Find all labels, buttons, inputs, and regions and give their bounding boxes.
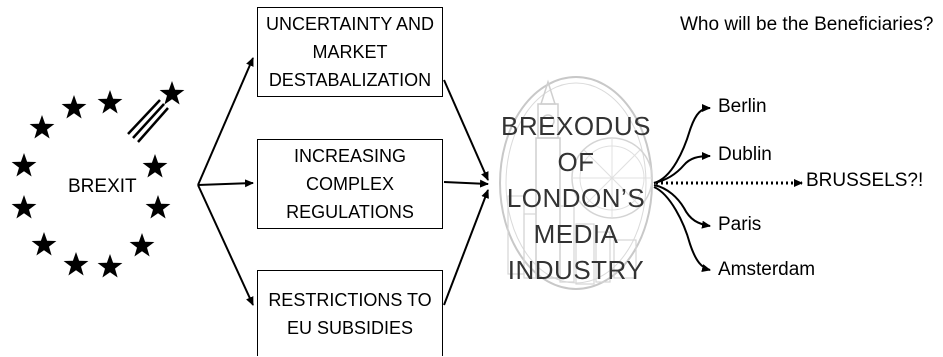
factor-line: RESTRICTIONS TO: [268, 289, 432, 310]
factor-box-regulations: INCREASING COMPLEX REGULATIONS: [257, 139, 443, 229]
factor-line: COMPLEX: [305, 174, 395, 194]
shooting-star-trail: [127, 99, 169, 143]
center-line: INDUSTRY: [507, 255, 645, 285]
beneficiaries-question: Who will be the Beneficiaries?: [680, 14, 934, 35]
factor-line: DESTABALIZATION: [268, 70, 432, 90]
eu-star-ring: [11, 81, 185, 278]
star-icon: [97, 254, 123, 278]
factor-line: INCREASING: [293, 146, 407, 166]
beneficiary-paris: Paris: [718, 214, 762, 235]
highlight-brussels: BRUSSELS?!: [806, 170, 924, 191]
factor-line: EU SUBSIDIES: [286, 317, 414, 338]
star-icon: [145, 195, 171, 219]
factor-box-subsidies: RESTRICTIONS TO EU SUBSIDIES: [257, 270, 443, 356]
skyline-icon: [507, 195, 637, 285]
beneficiary-berlin: Berlin: [718, 96, 767, 117]
shooting-star-icon: [159, 81, 185, 105]
star-icon: [61, 95, 87, 119]
center-line: LONDON’S: [506, 183, 646, 213]
brexit-label: BREXIT: [68, 176, 137, 197]
beneficiary-dublin: Dublin: [718, 144, 772, 165]
star-icon: [31, 232, 57, 256]
factor-line: REGULATIONS: [286, 202, 414, 222]
factor-line: MARKET: [312, 42, 388, 62]
center-line: BREXODUS OF: [501, 111, 651, 177]
london-emblem: [499, 76, 653, 290]
brexit-arrows: [197, 57, 254, 306]
factor-line: UNCERTAINTY AND: [265, 14, 435, 34]
star-icon: [29, 115, 55, 139]
center-label: BREXODUS OF LONDON’S MEDIA INDUSTRY: [494, 108, 658, 288]
star-icon: [11, 153, 37, 177]
factor-box-uncertainty: UNCERTAINTY AND MARKET DESTABALIZATION: [257, 7, 443, 97]
center-line: MEDIA: [533, 219, 619, 249]
factor-arrows: [443, 79, 489, 306]
star-icon: [63, 252, 89, 276]
beneficiary-arrows: [653, 104, 711, 272]
star-icon: [142, 154, 168, 178]
beneficiary-amsterdam: Amsterdam: [718, 259, 816, 280]
star-icon: [11, 195, 37, 219]
star-icon: [97, 90, 123, 114]
star-icon: [129, 233, 155, 257]
